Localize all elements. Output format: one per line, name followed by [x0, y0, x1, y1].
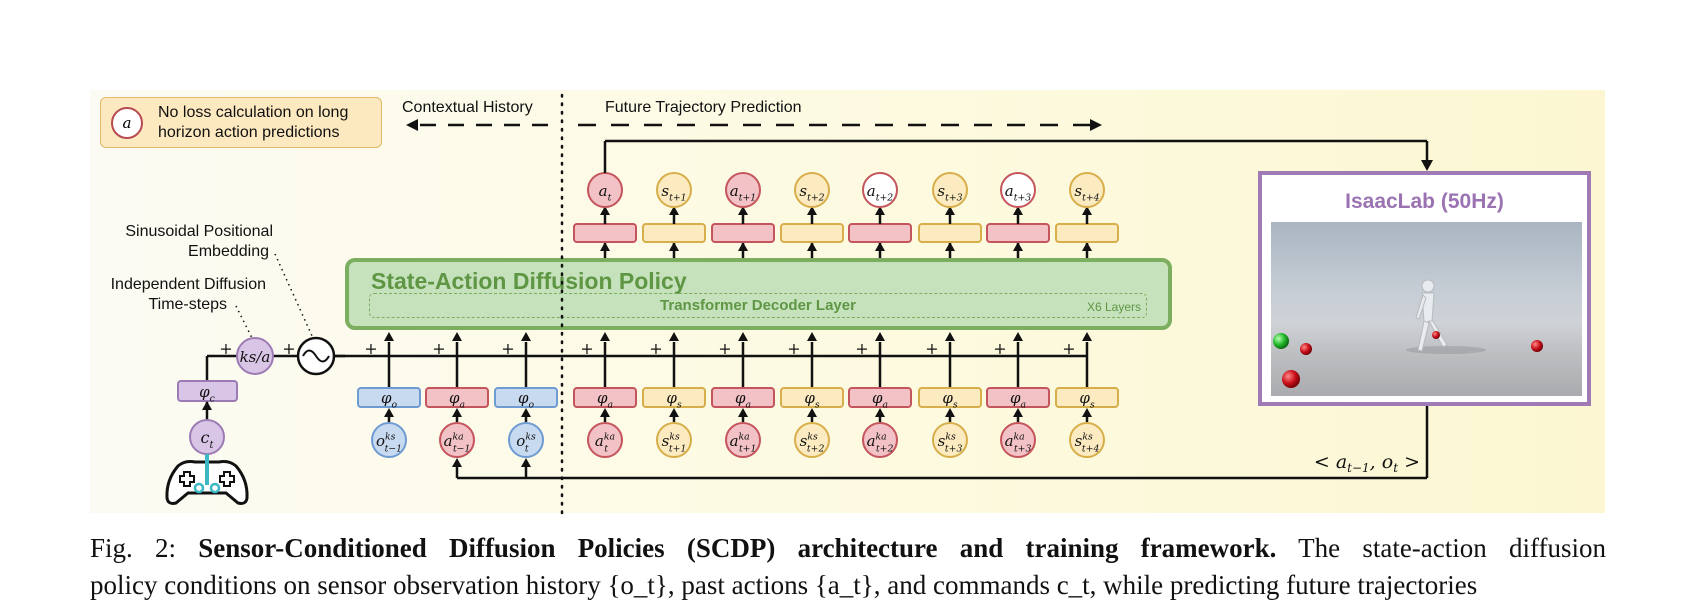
- history-arrow-head: [406, 119, 418, 131]
- plus-sign: +: [580, 339, 593, 358]
- plus-sign: +: [649, 339, 662, 358]
- input-arrow-head: [807, 332, 817, 341]
- plus-sign: +: [219, 339, 232, 358]
- future-arrow-head: [1090, 119, 1102, 131]
- input-arrow-head: [945, 332, 955, 341]
- input-arrow-head: [1082, 332, 1092, 341]
- input-arrow-head: [600, 332, 610, 341]
- caption-text-1: The state-action diffusion: [1298, 533, 1606, 563]
- plus-sign: +: [432, 339, 445, 358]
- output-arrow-head: [807, 242, 817, 251]
- output-head-box: [712, 224, 774, 242]
- output-head-box: [574, 224, 636, 242]
- plus-sign: +: [1062, 339, 1075, 358]
- output-head-box: [919, 224, 981, 242]
- feedback-arrow-head: [452, 458, 462, 467]
- plus-sign: +: [501, 339, 514, 358]
- input-arrow-head: [1013, 332, 1023, 341]
- caption-title: Sensor-Conditioned Diffusion Policies (S…: [198, 533, 1276, 563]
- plus-sign: +: [855, 339, 868, 358]
- output-head-box: [781, 224, 843, 242]
- output-head-box: [1056, 224, 1118, 242]
- output-arrow-head: [669, 242, 679, 251]
- input-arrow-head: [669, 332, 679, 341]
- plus-sign: +: [993, 339, 1006, 358]
- gamepad-icon: [167, 454, 247, 503]
- caption-text-2: policy conditions on sensor observation …: [90, 567, 1606, 604]
- input-arrow-head: [738, 332, 748, 341]
- output-arrow-head: [945, 242, 955, 251]
- output-arrow-head: [1082, 242, 1092, 251]
- output-arrow-head: [875, 242, 885, 251]
- plus-sign: +: [282, 339, 295, 358]
- plus-sign: +: [787, 339, 800, 358]
- input-arrow-head: [452, 332, 462, 341]
- plus-sign: +: [718, 339, 731, 358]
- sinusoid-leader: [275, 254, 313, 338]
- output-arrow-head: [600, 242, 610, 251]
- feedback-label: < at−1, ot >: [1314, 451, 1420, 475]
- timestep-node-label: ks/a: [240, 348, 271, 366]
- plus-sign: +: [925, 339, 938, 358]
- feedback-arrow-head: [521, 458, 531, 467]
- input-arrow-head: [875, 332, 885, 341]
- output-arrow-head: [738, 242, 748, 251]
- plus-sign: +: [364, 339, 377, 358]
- output-head-box: [849, 224, 911, 242]
- input-arrow-head: [384, 332, 394, 341]
- timestep-leader: [236, 306, 252, 338]
- sim-input-arrow-head: [1421, 160, 1433, 171]
- figure-caption: Fig. 2: Sensor-Conditioned Diffusion Pol…: [90, 530, 1606, 604]
- output-head-box: [643, 224, 705, 242]
- output-head-box: [987, 224, 1049, 242]
- caption-fig: Fig. 2:: [90, 533, 176, 563]
- output-arrow-head: [1013, 242, 1023, 251]
- input-arrow-head: [521, 332, 531, 341]
